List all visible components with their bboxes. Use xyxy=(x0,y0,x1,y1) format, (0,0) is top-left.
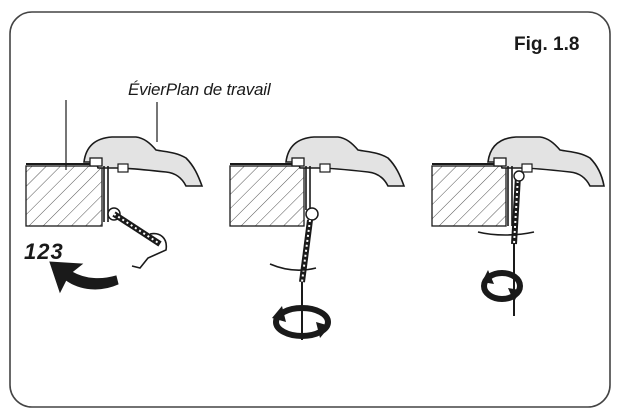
sink-worktop-label: ÉvierPlan de travail xyxy=(128,80,271,99)
countertop-section xyxy=(229,165,305,227)
countertop-section xyxy=(25,165,103,227)
sink-rim xyxy=(83,136,204,187)
panel-step-2 xyxy=(229,136,406,340)
steps-label: 123 xyxy=(24,239,64,264)
figure-label: Fig. 1.8 xyxy=(514,34,580,55)
rotation-circle-icon xyxy=(481,270,523,302)
figure-border xyxy=(9,11,611,408)
panel-step-1 xyxy=(25,136,204,294)
sink-rim xyxy=(487,136,605,187)
rotation-circle-icon xyxy=(272,305,331,339)
countertop-section xyxy=(431,165,507,227)
panel-step-3 xyxy=(431,136,605,316)
sink-rim xyxy=(285,136,406,187)
rotation-arrow-icon xyxy=(49,261,119,294)
